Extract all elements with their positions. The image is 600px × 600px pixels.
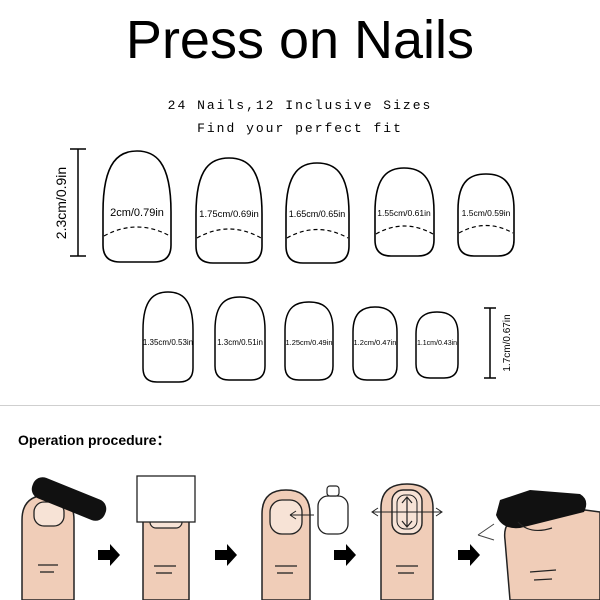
small-nail-row: 1.35cm/0.53in 1.3cm/0.51in 1.25cm/0.49in…	[142, 291, 459, 383]
nail-size-label: 1.65cm/0.65in	[289, 209, 346, 219]
nail-size-10: 1.1cm/0.43in	[415, 311, 459, 379]
nail-size-label: 1.1cm/0.43in	[417, 340, 457, 347]
nail-size-chart: 2.3cm/0.9in 2cm/0.79in 1.75cm/0.69in 1.6…	[53, 148, 515, 383]
procedure-title: Operation procedure：	[18, 432, 171, 448]
nail-size-9: 1.2cm/0.47in	[352, 306, 398, 381]
step-3-illustration	[261, 485, 349, 600]
large-height-label: 2.3cm/0.9in	[53, 167, 69, 239]
nail-size-6: 1.35cm/0.53in	[142, 291, 194, 383]
nail-size-label: 1.5cm/0.59in	[462, 208, 511, 218]
large-nail-row: 2cm/0.79in 1.75cm/0.69in 1.65cm/0.65in 1…	[102, 150, 515, 264]
arrow-right-icon	[458, 544, 480, 566]
nail-size-2: 1.75cm/0.69in	[195, 157, 263, 264]
nail-size-label: 1.2cm/0.47in	[354, 338, 397, 347]
nail-size-label: 1.75cm/0.69in	[199, 209, 259, 220]
nail-size-5: 1.5cm/0.59in	[457, 173, 515, 257]
large-height-dimension: 2.3cm/0.9in	[53, 148, 86, 257]
nail-size-label: 1.35cm/0.53in	[143, 338, 193, 347]
arrow-right-icon	[98, 544, 120, 566]
step-2-illustration	[136, 475, 196, 600]
nail-size-3: 1.65cm/0.65in	[285, 162, 350, 264]
nail-size-label: 1.25cm/0.49in	[285, 338, 332, 347]
procedure-steps	[21, 475, 600, 600]
nail-size-1: 2cm/0.79in	[102, 150, 172, 263]
step-5-illustration	[477, 490, 600, 600]
arrow-right-icon	[215, 544, 237, 566]
subtitle-fit: Find your perfect fit	[197, 121, 403, 136]
nail-size-label: 1.55cm/0.61in	[377, 208, 431, 218]
subtitle-sizes: 24 Nails,12 Inclusive Sizes	[167, 98, 433, 113]
nail-size-7: 1.3cm/0.51in	[214, 296, 266, 381]
small-height-label: 1.7cm/0.67in	[502, 314, 513, 371]
nail-size-8: 1.25cm/0.49in	[284, 301, 334, 381]
page-title: Press on Nails	[125, 10, 475, 70]
nail-size-label: 2cm/0.79in	[110, 207, 164, 219]
section-divider	[0, 405, 600, 406]
nail-size-label: 1.3cm/0.51in	[217, 338, 263, 347]
nail-size-4: 1.55cm/0.61in	[374, 167, 435, 257]
step-4-illustration	[371, 483, 443, 600]
small-height-dimension: 1.7cm/0.67in	[484, 307, 513, 379]
step-1-illustration	[21, 477, 107, 600]
arrow-right-icon	[334, 544, 356, 566]
